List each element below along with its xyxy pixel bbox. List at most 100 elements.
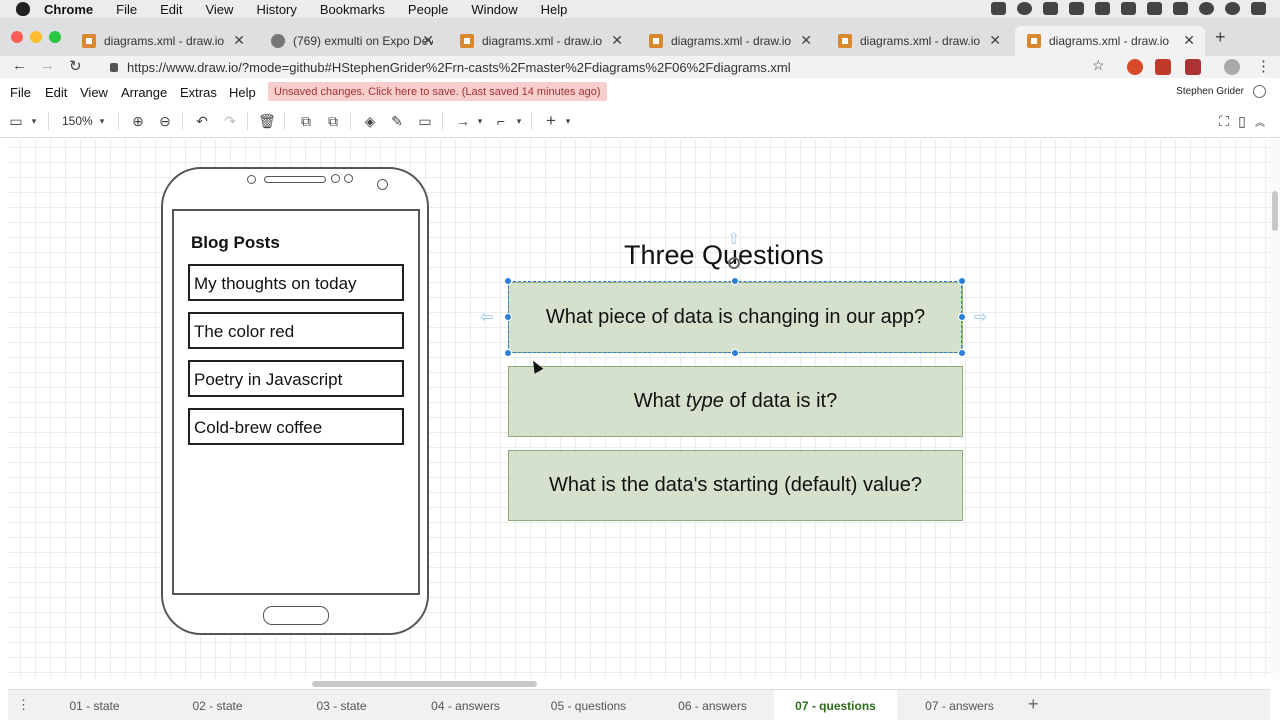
resize-handle[interactable] <box>958 313 966 321</box>
phone-shape[interactable]: Blog Posts My thoughts on today The colo… <box>161 167 429 635</box>
back-arrow-icon[interactable]: ← <box>12 57 27 74</box>
url-bar[interactable]: https://www.draw.io/?mode=github#HStephe… <box>100 56 1115 78</box>
clone-arrow-up-icon[interactable]: ⇧ <box>727 231 741 248</box>
extension-shield-icon[interactable] <box>1185 59 1201 75</box>
zoom-dropdown-icon[interactable]: ▾ <box>99 115 105 126</box>
app-menu-view[interactable]: View <box>80 85 108 100</box>
tab-6-active[interactable]: diagrams.xml - draw.io✕ <box>1015 26 1205 56</box>
post-item[interactable]: Cold-brew coffee <box>188 408 404 445</box>
pages-menu-icon[interactable]: ⋮ <box>17 697 30 712</box>
page-tab[interactable]: 05 - questions <box>550 698 627 713</box>
notification-center-icon[interactable] <box>1251 2 1266 15</box>
profile-avatar[interactable] <box>1224 59 1240 75</box>
insert-dropdown-icon[interactable]: ▾ <box>565 115 571 126</box>
diagram-title[interactable]: Three Questions <box>624 240 824 270</box>
minimize-window-button[interactable] <box>30 31 42 43</box>
menu-history[interactable]: History <box>256 1 297 17</box>
tab-2[interactable]: (769) exmulti on Expo Dev✕ <box>259 26 444 56</box>
app-menu-extras[interactable]: Extras <box>180 85 217 100</box>
format-panel-icon[interactable]: ▭ <box>9 112 23 129</box>
page-tab[interactable]: 06 - answers <box>678 698 747 713</box>
menu-edit[interactable]: Edit <box>160 1 183 17</box>
menu-people[interactable]: People <box>407 1 449 17</box>
battery-icon[interactable] <box>1173 2 1188 15</box>
apple-icon[interactable] <box>16 2 30 16</box>
post-item[interactable]: My thoughts on today <box>188 264 404 301</box>
resize-handle[interactable] <box>958 349 966 357</box>
app-menu-help[interactable]: Help <box>229 85 256 100</box>
line-color-icon[interactable]: ✎ <box>391 112 403 129</box>
connection-dropdown-icon[interactable]: ▾ <box>477 115 483 126</box>
spotlight-icon[interactable] <box>1199 2 1214 15</box>
zoom-out-icon[interactable]: ⊖ <box>159 112 171 129</box>
vertical-scrollbar[interactable] <box>1270 139 1280 679</box>
insert-icon[interactable]: + <box>546 111 556 130</box>
page-tab-active[interactable]: 07 - questions <box>774 690 897 721</box>
resize-handle[interactable] <box>731 349 739 357</box>
undo-icon[interactable]: ↶ <box>196 112 208 129</box>
question-box-2[interactable]: What type of data is it? <box>508 366 963 437</box>
page-tab[interactable]: 03 - state <box>316 698 367 713</box>
wifi-icon[interactable] <box>1147 2 1162 15</box>
clone-arrow-left-icon[interactable]: ⇦ <box>480 309 494 326</box>
resize-handle[interactable] <box>731 277 739 285</box>
question-box-1[interactable]: What piece of data is changing in our ap… <box>508 282 963 353</box>
glasses-icon[interactable] <box>1043 2 1058 15</box>
resize-handle[interactable] <box>958 277 966 285</box>
user-name[interactable]: Stephen Grider <box>1176 86 1244 97</box>
connection-icon[interactable]: → <box>456 113 470 129</box>
tab-5[interactable]: diagrams.xml - draw.io✕ <box>826 26 1011 56</box>
close-window-button[interactable] <box>11 31 23 43</box>
to-front-icon[interactable]: ⧉ <box>301 112 311 129</box>
close-tab-icon[interactable]: ✕ <box>611 32 623 48</box>
format-toggle-icon[interactable]: ▯ <box>1238 112 1246 129</box>
post-item[interactable]: Poetry in Javascript <box>188 360 404 397</box>
post-item[interactable]: The color red <box>188 312 404 349</box>
zoom-window-button[interactable] <box>49 31 61 43</box>
cloud-icon[interactable] <box>1095 2 1110 15</box>
close-tab-icon[interactable]: ✕ <box>989 32 1001 48</box>
reload-icon[interactable]: ↻ <box>69 58 82 75</box>
menu-view[interactable]: View <box>205 1 234 17</box>
page-tab[interactable]: 01 - state <box>69 698 120 713</box>
close-tab-icon[interactable]: ✕ <box>422 32 434 48</box>
chevron-down-icon[interactable]: ▾ <box>31 115 37 126</box>
zoom-level[interactable]: 150% <box>62 114 93 128</box>
to-back-icon[interactable]: ⧉ <box>328 112 338 129</box>
page-tab[interactable]: 07 - answers <box>925 698 994 713</box>
vertical-scroll-thumb[interactable] <box>1272 191 1278 231</box>
close-tab-icon[interactable]: ✕ <box>233 32 245 48</box>
chrome-menu-icon[interactable]: ⋮ <box>1256 58 1271 75</box>
app-menu-edit[interactable]: Edit <box>45 85 68 100</box>
fill-color-icon[interactable]: ◈ <box>364 112 376 129</box>
horizontal-scroll-thumb[interactable] <box>312 681 537 687</box>
phone-screen[interactable]: Blog Posts My thoughts on today The colo… <box>172 209 420 595</box>
tab-1[interactable]: diagrams.xml - draw.io✕ <box>70 26 255 56</box>
record-icon[interactable] <box>1017 2 1032 15</box>
menu-help[interactable]: Help <box>540 1 568 17</box>
menu-file[interactable]: File <box>116 1 138 17</box>
new-tab-button[interactable]: + <box>1215 27 1226 47</box>
waypoints-icon[interactable]: ⌐ <box>496 113 506 129</box>
delete-icon[interactable]: 🗑 <box>258 112 276 129</box>
waypoints-dropdown-icon[interactable]: ▾ <box>516 115 522 126</box>
rotate-handle-icon[interactable] <box>728 257 740 269</box>
diagram-canvas[interactable]: Blog Posts My thoughts on today The colo… <box>8 139 1270 679</box>
globe-icon[interactable] <box>1253 85 1266 98</box>
extension-red-icon[interactable] <box>1127 59 1143 75</box>
tab-3[interactable]: diagrams.xml - draw.io✕ <box>448 26 633 56</box>
tab-4[interactable]: diagrams.xml - draw.io✕ <box>637 26 822 56</box>
extension-lastpass-icon[interactable] <box>1155 59 1171 75</box>
collapse-icon[interactable]: ︽ <box>1255 117 1265 129</box>
add-page-button[interactable]: + <box>1028 694 1039 714</box>
fullscreen-icon[interactable]: ⛶ <box>1219 112 1229 129</box>
evernote-icon[interactable] <box>1069 2 1084 15</box>
redo-icon[interactable]: ↷ <box>224 112 236 129</box>
resize-handle[interactable] <box>504 313 512 321</box>
shadow-icon[interactable]: ▭ <box>418 112 432 129</box>
brush-icon[interactable] <box>1121 2 1136 15</box>
forward-arrow-icon[interactable]: → <box>40 57 55 74</box>
resize-handle[interactable] <box>504 349 512 357</box>
menu-bookmarks[interactable]: Bookmarks <box>319 1 385 17</box>
menu-window[interactable]: Window <box>471 1 518 17</box>
